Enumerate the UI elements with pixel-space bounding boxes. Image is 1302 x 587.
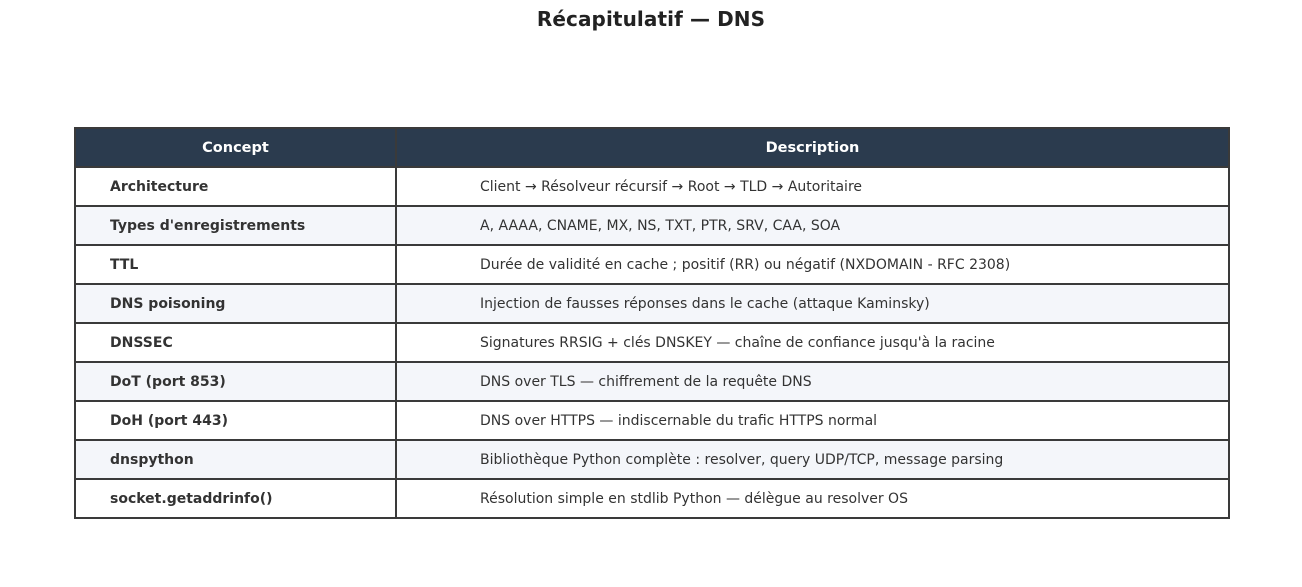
cell-description: Client → Résolveur récursif → Root → TLD… [395, 166, 1230, 207]
cell-description: Signatures RRSIG + clés DNSKEY — chaîne … [395, 322, 1230, 363]
table-row: socket.getaddrinfo()Résolution simple en… [74, 478, 1230, 519]
cell-description: A, AAAA, CNAME, MX, NS, TXT, PTR, SRV, C… [395, 205, 1230, 246]
cell-concept: DoH (port 443) [74, 400, 397, 441]
cell-concept: DoT (port 853) [74, 361, 397, 402]
cell-description: Résolution simple en stdlib Python — dél… [395, 478, 1230, 519]
cell-concept: socket.getaddrinfo() [74, 478, 397, 519]
cell-concept: DNS poisoning [74, 283, 397, 324]
table-header: Concept Description [74, 127, 1230, 168]
cell-description: Durée de validité en cache ; positif (RR… [395, 244, 1230, 285]
cell-description: DNS over TLS — chiffrement de la requête… [395, 361, 1230, 402]
column-header-description: Description [395, 127, 1230, 168]
cell-description: Injection de fausses réponses dans le ca… [395, 283, 1230, 324]
cell-description: DNS over HTTPS — indiscernable du trafic… [395, 400, 1230, 441]
cell-description: Bibliothèque Python complète : resolver,… [395, 439, 1230, 480]
page-title: Récapitulatif — DNS [536, 7, 766, 31]
cell-concept: TTL [74, 244, 397, 285]
column-header-concept: Concept [74, 127, 397, 168]
cell-concept: dnspython [74, 439, 397, 480]
table-row: DoT (port 853)DNS over TLS — chiffrement… [74, 361, 1230, 402]
table-row: DoH (port 443)DNS over HTTPS — indiscern… [74, 400, 1230, 441]
cell-concept: Types d'enregistrements [74, 205, 397, 246]
cell-concept: DNSSEC [74, 322, 397, 363]
table-header-row: Concept Description [74, 127, 1230, 168]
cell-concept: Architecture [74, 166, 397, 207]
